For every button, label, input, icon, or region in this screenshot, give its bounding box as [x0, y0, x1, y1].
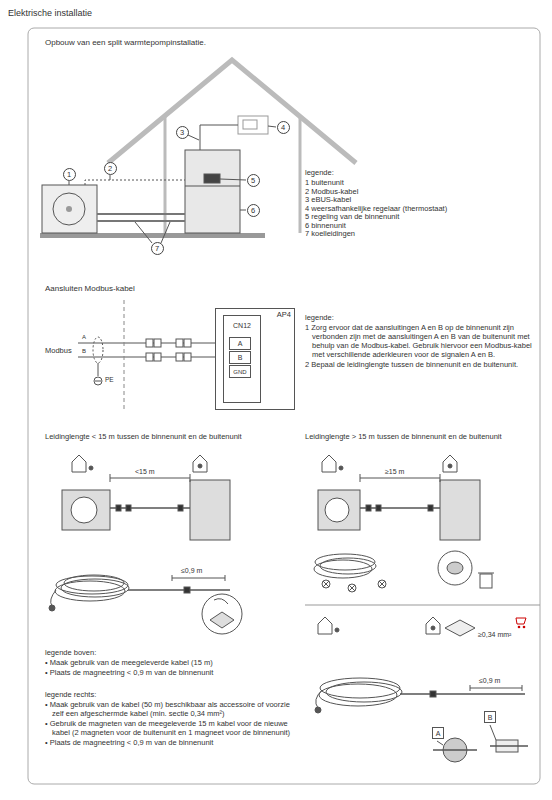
- pin-name: B: [82, 348, 86, 355]
- callout-number: 2: [104, 162, 117, 175]
- dimension: <15 m: [134, 468, 156, 476]
- terminal-pin: B: [484, 711, 496, 723]
- long-cable-drawing: [305, 455, 540, 762]
- callout-number: 7: [151, 242, 164, 255]
- legend-heading: legende boven:: [45, 648, 96, 657]
- node-text: AP4: [277, 310, 291, 319]
- terminal-pin: B: [229, 351, 251, 364]
- node-text: 7: [155, 244, 159, 253]
- dimension: ≤0,9 m: [180, 567, 203, 575]
- node-text: GND: [233, 369, 246, 375]
- callout-number: 6: [247, 204, 260, 217]
- legend-item: 6 binnenunit: [305, 221, 346, 230]
- node-text: CN12: [224, 322, 260, 329]
- node-text: 2: [108, 164, 112, 173]
- terminal-pin: GND: [229, 365, 251, 378]
- section-heading: Leidinglengte < 15 m tussen de binnenuni…: [45, 432, 300, 441]
- legend-heading: legende:: [305, 168, 334, 177]
- legend-heading: legende rechts:: [45, 690, 96, 699]
- legend-item: 7 koelleidingen: [305, 229, 355, 238]
- legend-item: 5 regeling van de binnenunit: [305, 212, 399, 221]
- terminal-pin: A: [432, 727, 444, 739]
- callout-number: 4: [277, 121, 290, 134]
- legend-item: 1 Zorg ervoor dat de aansluitingen A en …: [305, 323, 537, 359]
- page-title: Elektrische installatie: [8, 8, 92, 19]
- node-text: A: [436, 730, 441, 737]
- legend-heading: legende:: [305, 313, 334, 322]
- node-text: B: [488, 714, 493, 721]
- ground-label: PE: [105, 376, 114, 384]
- legend-item: 4 weersafhankelijke regelaar (thermostaa…: [305, 204, 447, 213]
- legend-item: • Plaats de magneetring < 0,9 m van de b…: [45, 738, 292, 747]
- callout-number: 1: [63, 168, 76, 181]
- legend-item: • Gebruik de magneten van de meegeleverd…: [45, 719, 292, 737]
- legend-item: 2 Modbus-kabel: [305, 187, 358, 196]
- modbus-schematic: [78, 300, 228, 412]
- node-text: A: [238, 340, 243, 347]
- legend-item: • Plaats de magneetring < 0,9 m van de b…: [45, 668, 292, 677]
- legend-item: • Maak gebruik van de kabel (50 m) besch…: [45, 700, 292, 718]
- callout-number: 3: [176, 126, 189, 139]
- section-heading: Aansluiten Modbus-kabel: [45, 284, 135, 294]
- dimension: ≥15 m: [384, 468, 405, 476]
- node-text: 6: [251, 206, 255, 215]
- section-heading: Leidinglengte > 15 m tussen de binnenuni…: [305, 432, 540, 441]
- dimension: ≤0,9 m: [478, 677, 501, 685]
- signal-name: Modbus: [45, 346, 72, 355]
- node-text: 1: [67, 170, 71, 179]
- connector-block: CN12AB GND: [223, 315, 261, 403]
- terminal-pin: A: [229, 337, 251, 350]
- legend-item: • Maak gebruik van de meegeleverde kabel…: [45, 658, 292, 667]
- short-cable-drawing: [49, 455, 242, 634]
- circuit-board: AP4CN12AB GND: [215, 308, 295, 410]
- node-text: 4: [281, 123, 285, 132]
- legend-item: 3 eBUS-kabel: [305, 195, 351, 204]
- cable-section: ≥0,34 mm²: [478, 631, 511, 639]
- node-text: B: [238, 354, 243, 361]
- callout-number: 5: [247, 174, 260, 187]
- legend-item: 1 buitenunit: [305, 178, 344, 187]
- pin-name: A: [82, 334, 86, 341]
- node-text: 5: [251, 176, 255, 185]
- frame: [28, 28, 540, 784]
- legend-item: 2 Bepaal de leidinglengte tussen de binn…: [305, 360, 537, 369]
- node-text: 3: [180, 128, 184, 137]
- section-heading: Opbouw van een split warmtepompinstallat…: [45, 38, 206, 48]
